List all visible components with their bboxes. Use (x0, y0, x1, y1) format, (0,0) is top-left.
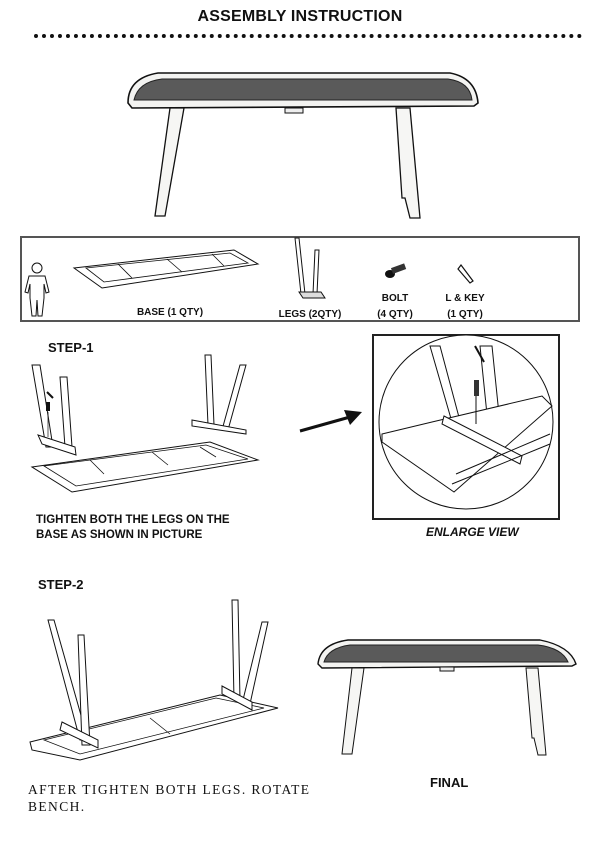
page-title: ASSEMBLY INSTRUCTION (197, 8, 403, 25)
leg-pair-icon (294, 237, 326, 299)
step-2-illustration (29, 599, 279, 761)
bolt-qty: (4 QTY) (377, 309, 413, 320)
arrow-icon (299, 410, 362, 433)
base-label: BASE (1 QTY) (136, 307, 204, 318)
step-1-instruction-line-1: TIGHTEN BOTH THE LEGS ON THE (36, 514, 230, 526)
final-label: FINAL (430, 775, 469, 790)
title-divider (34, 34, 582, 38)
enlarge-view-caption: ENLARGE VIEW (426, 525, 519, 539)
key-label: L & KEY (445, 293, 485, 304)
step-2-instruction-line-2: BENCH. (28, 799, 86, 814)
step-1-illustration (30, 354, 260, 493)
parts-list-panel (20, 236, 580, 322)
step-2-instruction-line-1: AFTER TIGHTEN BOTH LEGS. ROTATE (28, 782, 311, 797)
bench-base-icon (72, 249, 260, 289)
allen-key-icon (457, 264, 474, 284)
key-qty: (1 QTY) (447, 309, 483, 320)
step-1-instruction-line-2: BASE AS SHOWN IN PICTURE (36, 529, 203, 541)
bolt-icon (385, 263, 407, 278)
bolt-label: BOLT (381, 293, 409, 304)
legs-label: LEGS (2QTY) (278, 309, 342, 320)
enlarge-view-illustration (378, 334, 554, 510)
person-icon (24, 262, 50, 317)
step-1-heading: STEP-1 (48, 340, 94, 355)
final-bench-illustration (317, 639, 577, 756)
bench-illustration-top (127, 72, 479, 219)
step-2-heading: STEP-2 (38, 577, 84, 592)
